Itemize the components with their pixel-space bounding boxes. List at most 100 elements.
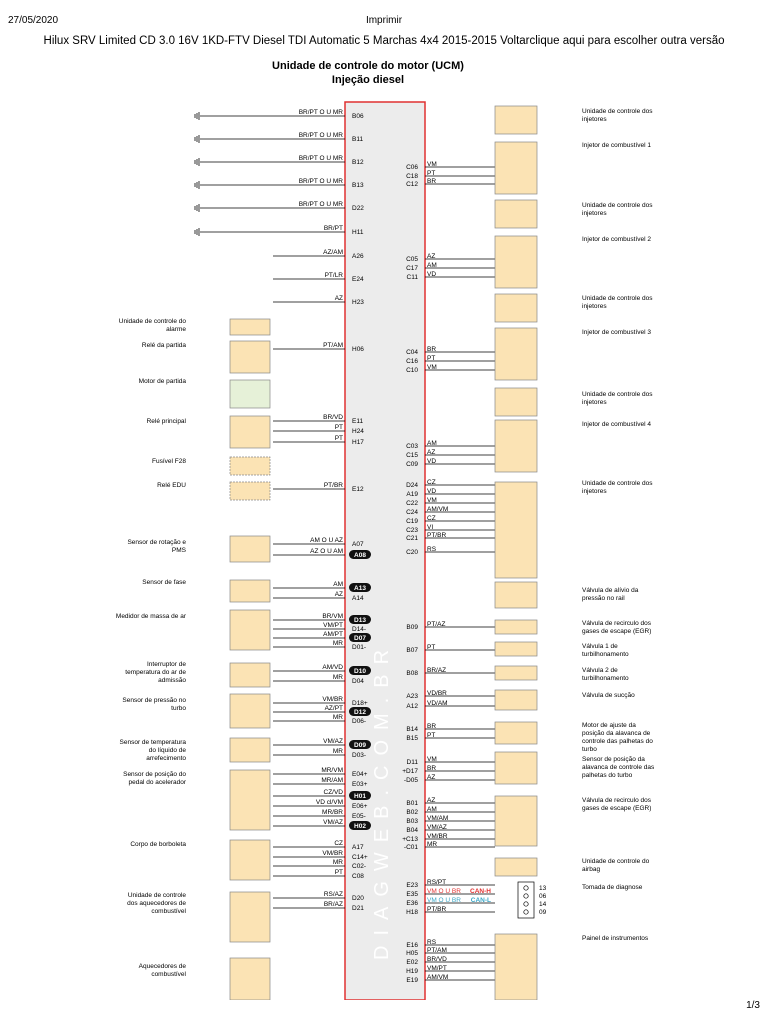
pin-label: D11 [407,759,419,766]
component-label: Válvula 1 de [582,643,618,650]
wire-color-label: VD cl/VM [316,799,343,806]
ground-icon [194,204,273,212]
component-label: alavanca de controle das [582,764,655,771]
pin-label: A07 [352,541,364,548]
pin-label: D24 [406,482,418,489]
pin-label: E36 [406,900,418,907]
pin-label: C16 [406,358,418,365]
wire-color-label: VM O U BR [427,897,461,904]
component-label: gases de escape (EGR) [582,628,651,635]
wire-color-label: BR/PT O U MR [299,178,344,185]
component-label: Fusível F28 [152,458,186,465]
component-label: Unidade de controle dos [582,391,653,398]
wire-color-label: VD [427,458,436,465]
ground-icon [194,158,273,166]
pin-label: B14 [406,726,418,733]
wire-color-label: AZ [427,253,435,260]
wire-color-label: BR/VD [323,414,343,421]
pin-label: E19 [406,977,418,984]
component-label: Unidade de controle dos [582,108,653,115]
component-label: Válvula de alívio da [582,587,639,594]
wire-color-label: BR/PT O U MR [299,109,344,116]
wire-color-label: PT [335,435,343,442]
wire-color-label: RS [427,546,437,553]
component-label: alarme [166,326,186,333]
component-label: temperatura do ar de [125,669,186,676]
wire-color-label: MR [333,714,343,721]
wire-color-label: BR [427,346,436,353]
diagram-subtitle: Injeção diesel [332,74,404,86]
diagnostic-pin-label: 13 [539,885,547,892]
left-component: Relé principal [147,415,271,449]
wire-color-label: PT [427,732,435,739]
left-component: Relé da partida [142,340,271,374]
left-component: Sensor de fase [142,579,271,603]
pin-badge [349,583,371,592]
pin-label: H19 [406,968,418,975]
ground-icon [194,228,273,236]
wire-color-label: VI [427,524,433,531]
pin-label: A13 [354,585,366,592]
right-component: Válvula de sucção [494,689,635,711]
component-label: Sensor de rotação e [127,539,186,546]
wire-color-label: AM/VM [427,506,448,513]
component-label: turbilhonamento [582,651,629,658]
pin-label: H24 [352,428,364,435]
pin-label: E02 [406,959,418,966]
component-label: turbo [582,746,597,753]
pin-badge [349,633,371,642]
pin-label: B09 [406,624,418,631]
ground-icon [194,112,273,120]
wire-color-label: BR/PT O U MR [299,132,344,139]
pin-label: E35 [406,891,418,898]
pin-label: B03 [406,818,418,825]
wire-color-label: AZ [427,449,435,456]
wire-color-label: BR/VD [427,956,447,963]
wire-color-label: PT/LR [325,272,344,279]
wire-color-label: BR [427,765,436,772]
wire-color-label: CZ [427,479,436,486]
wire-color-label: AZ/AM [323,249,343,256]
pin-label: E06+ [352,803,368,810]
pin-label: A08 [354,552,366,559]
vehicle-subtitle[interactable]: Hilux SRV Limited CD 3.0 16V 1KD-FTV Die… [43,35,725,47]
pin-badge [349,740,371,749]
component-label: admissão [158,677,186,684]
component-label: Unidade de controle dos [582,480,653,487]
component-label: posição da alavanca de [582,730,651,737]
component-label: Injetor de combustível 3 [582,329,651,336]
wire-color-label: PT [427,170,435,177]
component-label: Sensor de posição da [582,756,645,763]
right-component: Painel de instrumentos [494,933,649,1000]
pin-label: B04 [406,827,418,834]
pin-label: A17 [352,844,364,851]
pin-label: C23 [406,527,418,534]
pin-label: D13 [354,617,366,624]
